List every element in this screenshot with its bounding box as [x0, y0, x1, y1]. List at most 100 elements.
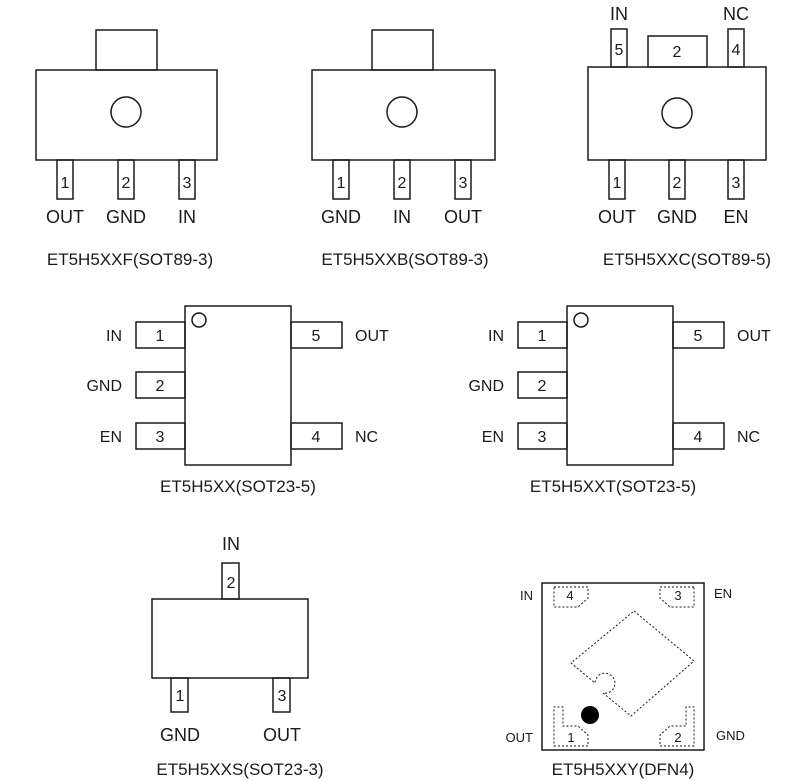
pin-3	[454, 159, 472, 200]
pin-1	[56, 159, 74, 200]
exposed-pad	[570, 610, 695, 717]
pin-label: OUT	[263, 725, 301, 745]
pin-number: 3	[278, 688, 287, 705]
pin-label: OUT	[444, 207, 482, 227]
pin-2	[135, 371, 186, 399]
pin-2	[117, 159, 135, 200]
pin-4	[672, 422, 725, 450]
pin-2	[668, 159, 686, 200]
pin-number: 5	[615, 42, 624, 59]
pin-label: OUT	[737, 328, 771, 345]
pin-number: 2	[398, 175, 407, 192]
pin-number: 2	[538, 378, 547, 395]
pin-label: NC	[723, 4, 749, 24]
package-dfn4	[541, 582, 705, 751]
pin-label: NC	[737, 429, 760, 446]
pin-label: EN	[723, 207, 748, 227]
pin-label: IN	[178, 207, 196, 227]
pin-number: 2	[122, 175, 131, 192]
pin-label: GND	[657, 207, 697, 227]
pin-label: GND	[106, 207, 146, 227]
pin-5	[672, 321, 725, 349]
pin-number: 3	[732, 175, 741, 192]
package-sot89-3b	[311, 29, 496, 200]
pin-number: 3	[674, 588, 681, 603]
package-body	[35, 69, 218, 161]
package-caption: ET5H5XXY(DFN4)	[552, 760, 695, 779]
package-body	[587, 66, 767, 161]
pin-label: NC	[355, 429, 378, 446]
package-caption: ET5H5XXT(SOT23-5)	[530, 477, 696, 496]
pin-label: IN	[610, 4, 628, 24]
pin-number: 2	[156, 378, 165, 395]
pin-2	[393, 159, 411, 200]
package-caption: ET5H5XXB(SOT89-3)	[321, 250, 488, 269]
pin-2	[517, 371, 568, 399]
pin-1	[517, 321, 568, 349]
pin-label: OUT	[46, 207, 84, 227]
pin-3	[135, 422, 186, 450]
pin1-marker	[573, 312, 589, 328]
pin-label: GND	[86, 378, 122, 395]
package-caption: ET5H5XXC(SOT89-5)	[603, 250, 771, 269]
pin-1	[608, 159, 626, 200]
pin-number: 1	[61, 175, 70, 192]
pad-4	[553, 586, 589, 608]
package-sot23-5t	[517, 305, 725, 466]
pin-number: 3	[538, 429, 547, 446]
pad-2	[659, 706, 695, 747]
package-caption: ET5H5XXS(SOT23-3)	[156, 760, 323, 779]
pin-number: 1	[613, 175, 622, 192]
pin-3	[178, 159, 196, 200]
pad-3	[659, 586, 695, 608]
package-body	[184, 305, 292, 466]
pin-number: 4	[566, 588, 573, 603]
package-caption: ET5H5XXF(SOT89-3)	[47, 250, 213, 269]
pin-number: 1	[567, 730, 574, 745]
pin-number: 4	[732, 42, 741, 59]
pin-label: GND	[716, 728, 745, 743]
tab-number: 2	[673, 44, 682, 61]
pin-number: 2	[673, 175, 682, 192]
package-sot89-3f	[35, 29, 218, 200]
pin-number: 3	[183, 175, 192, 192]
pin-label: IN	[222, 534, 240, 554]
pin-label: EN	[100, 429, 122, 446]
pin-number: 5	[312, 328, 321, 345]
pin-label: OUT	[598, 207, 636, 227]
pin1-dot	[581, 706, 599, 724]
pin-1	[332, 159, 350, 200]
pin-1	[135, 321, 186, 349]
pin-label: IN	[488, 328, 504, 345]
package-body	[151, 598, 309, 679]
pin-number: 3	[459, 175, 468, 192]
pin-number: 5	[694, 328, 703, 345]
pin-number: 1	[337, 175, 346, 192]
pin-number: 3	[156, 429, 165, 446]
pin-label: IN	[520, 588, 533, 603]
pin1-marker	[661, 97, 693, 129]
pin-label: GND	[321, 207, 361, 227]
pin-label: OUT	[355, 328, 389, 345]
pin-label: EN	[714, 586, 732, 601]
tab	[95, 29, 158, 71]
pin-5	[290, 321, 343, 349]
pin-label: GND	[468, 378, 504, 395]
pin-3	[727, 159, 745, 200]
pad-1	[553, 706, 589, 747]
pin1-marker	[191, 312, 207, 328]
pin-number: 4	[694, 429, 703, 446]
pin-number: 2	[674, 730, 681, 745]
pin-number: 2	[227, 575, 236, 592]
pin-1	[170, 677, 189, 713]
tab	[371, 29, 434, 71]
pin-3	[517, 422, 568, 450]
pin1-marker	[386, 96, 418, 128]
pin-label: OUT	[506, 730, 534, 745]
pin-number: 4	[312, 429, 321, 446]
package-caption: ET5H5XX(SOT23-5)	[160, 477, 316, 496]
pin-label: IN	[393, 207, 411, 227]
pin-3	[272, 677, 291, 713]
package-sot23-3s	[151, 562, 309, 713]
